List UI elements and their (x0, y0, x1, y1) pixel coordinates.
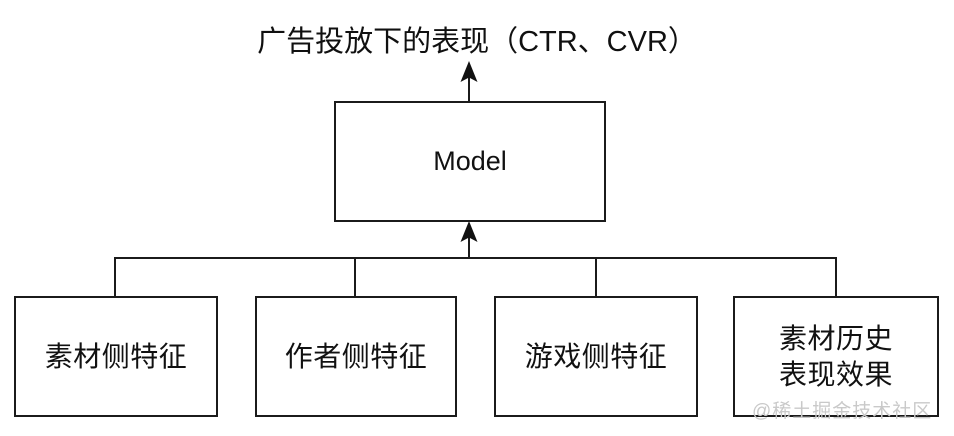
model-node: Model (334, 101, 606, 222)
feature-node-author: 作者侧特征 (255, 296, 457, 417)
feature-node-game: 游戏侧特征 (494, 296, 698, 417)
input-arrowhead (460, 221, 478, 242)
feature-node-material: 素材侧特征 (14, 296, 218, 417)
page-title: 广告投放下的表现（CTR、CVR） (257, 26, 697, 58)
model-node-label: Model (433, 146, 507, 177)
feature-node-material-history: 素材历史 表现效果 (733, 296, 939, 417)
watermark: @稀土掘金技术社区 (752, 401, 933, 422)
feature-node-label: 游戏侧特征 (524, 340, 668, 372)
feature-node-label: 作者侧特征 (284, 340, 428, 372)
feature-node-label: 素材历史 表现效果 (778, 322, 893, 390)
output-arrowhead (460, 61, 478, 82)
feature-node-label: 素材侧特征 (44, 340, 188, 372)
